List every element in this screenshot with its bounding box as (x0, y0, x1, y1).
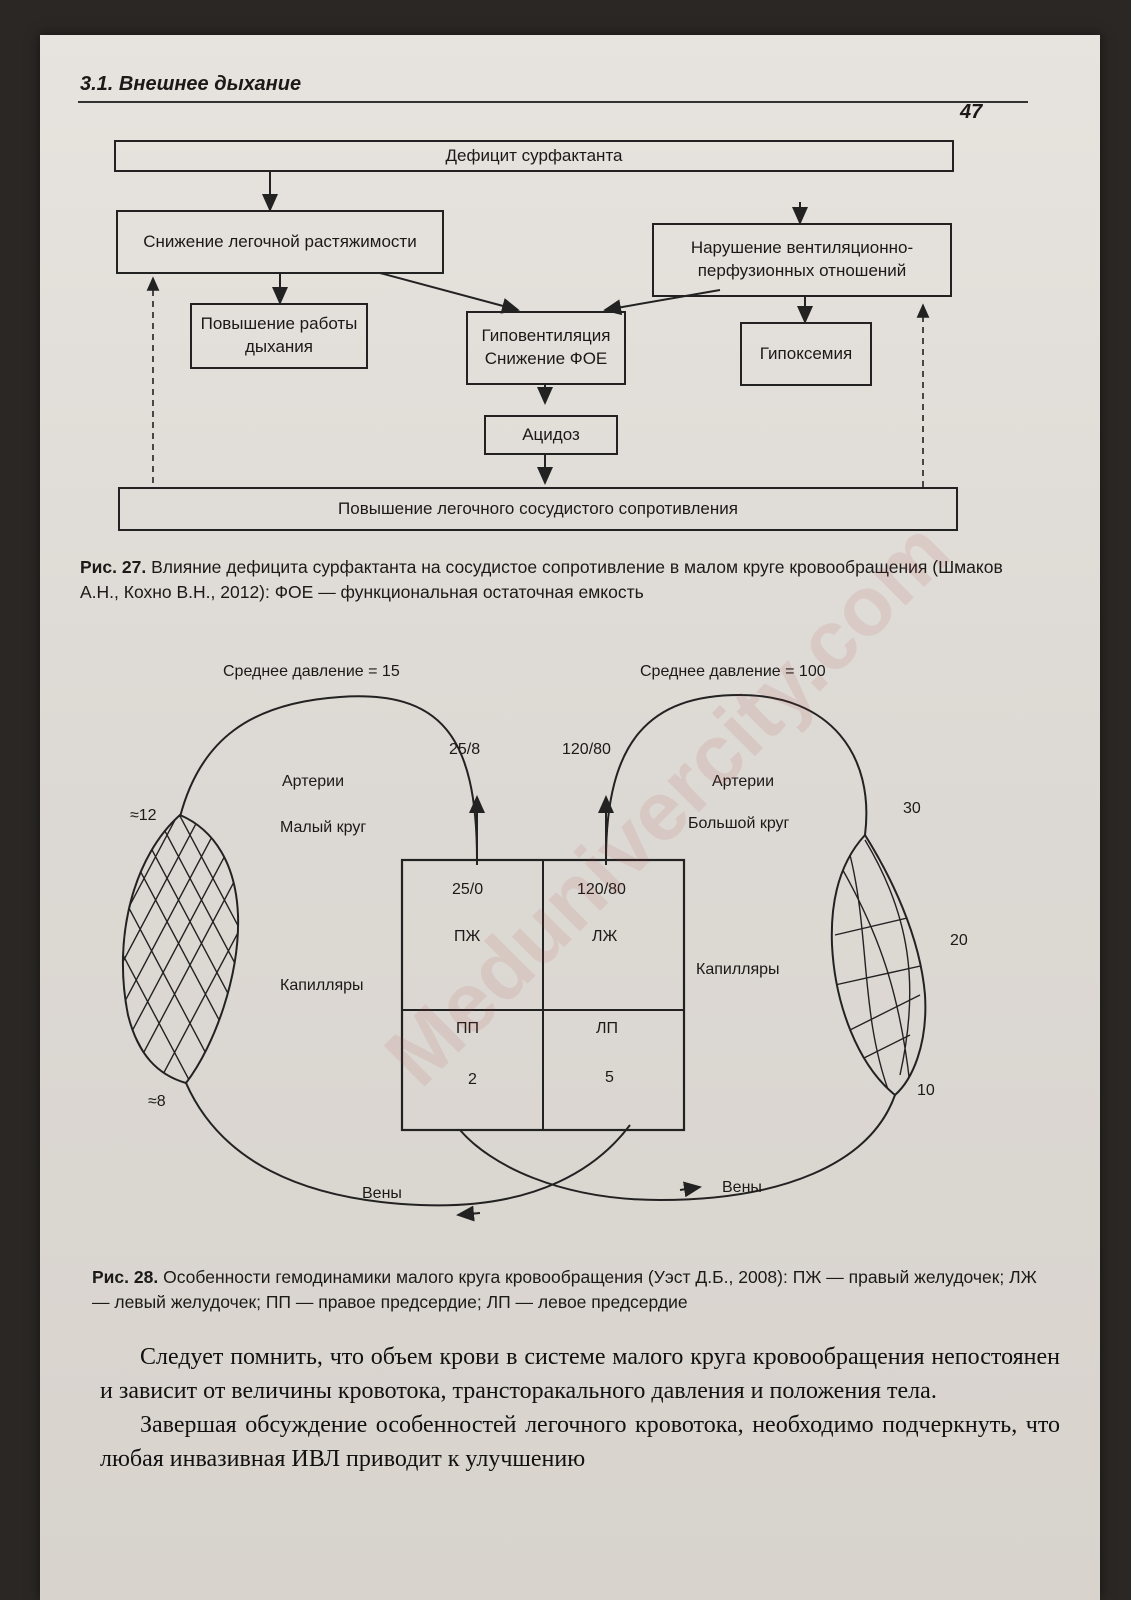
running-header: 3.1. Внешнее дыхание (80, 73, 302, 95)
fig28-caption-label: Рис. 28. (92, 1267, 159, 1287)
label-10: 10 (917, 1082, 935, 1099)
body-text: Следует помнить, что объем крови в систе… (100, 1340, 1060, 1476)
ra-label: ПП (456, 1020, 479, 1037)
la-value: 5 (605, 1069, 614, 1086)
box-acidosis: Ацидоз (484, 415, 618, 455)
ra-value: 2 (468, 1071, 477, 1088)
pulmonary-artery-pressure: 25/8 (449, 741, 481, 758)
book-page: 3.1. Внешнее дыхание 47 (40, 35, 1100, 1600)
box-vq-mismatch: Нарушение вентиляционно-перфузионных отн… (652, 223, 952, 297)
paragraph-2: Завершая обсуждение особенностей легочно… (100, 1412, 1060, 1473)
lv-label: ЛЖ (592, 928, 618, 945)
label-small-circle: Малый круг (280, 819, 367, 836)
label-capillaries-right: Капилляры (696, 961, 780, 978)
label-approx-12: ≈12 (130, 807, 157, 824)
paragraph-1: Следует помнить, что объем крови в систе… (100, 1344, 1060, 1405)
pulmonary-artery-curve (179, 695, 478, 861)
vein-arrow-right (679, 1181, 702, 1198)
label-approx-8: ≈8 (148, 1093, 166, 1110)
label-arteries-left: Артерии (282, 773, 345, 790)
fig28-caption: Рис. 28. Особенности гемодинамики малого… (92, 1265, 1037, 1316)
systemic-vein-curve (459, 1094, 896, 1202)
lv-pressure: 120/80 (577, 881, 626, 898)
label-capillaries-left: Капилляры (280, 977, 364, 994)
pulmonary-vein-curve (185, 1082, 631, 1207)
fig27-arrows (146, 172, 930, 487)
systemic-capillary-lines (834, 839, 926, 1095)
vein-arrow-left (456, 1205, 481, 1222)
box-vascular-resistance: Повышение легочного сосудистого сопротив… (118, 487, 958, 531)
lung-outline (122, 813, 240, 1085)
fig27-caption-label: Рис. 27. (80, 557, 147, 577)
fig27-caption: Рис. 27. Влияние дефицита сурфактанта на… (80, 555, 1040, 606)
page-number: 47 (960, 101, 983, 123)
aortic-pressure: 120/80 (562, 741, 611, 758)
la-label: ЛП (596, 1020, 618, 1037)
mean-pressure-pulmonary: Среднее давление = 15 (223, 663, 400, 680)
label-veins-left: Вены (362, 1185, 402, 1202)
fig28-caption-text: Особенности гемодинамики малого круга кр… (92, 1267, 1037, 1313)
fig27-caption-text: Влияние дефицита сурфактанта на сосудист… (80, 557, 1003, 603)
box-hypoxemia: Гипоксемия (740, 322, 872, 386)
arrow-vq-hypovent (603, 289, 721, 316)
label-arteries-right: Артерии (712, 773, 775, 790)
aorta-curve (605, 693, 868, 861)
label-veins-right: Вены (722, 1179, 762, 1196)
label-20: 20 (950, 932, 968, 949)
box-hypoventilation: Гиповентиляция Снижение ФОЕ (466, 311, 626, 385)
systemic-bed-outline (830, 833, 927, 1097)
fig28-drawing (122, 693, 927, 1222)
box-surfactant-deficit: Дефицит сурфактанта (114, 140, 954, 172)
lung-capillary-mesh (122, 815, 239, 1083)
mean-pressure-systemic: Среднее давление = 100 (640, 663, 826, 680)
label-30: 30 (903, 800, 921, 817)
header-rule (78, 101, 1028, 103)
box-work-of-breathing: Повышение работы дыхания (190, 303, 368, 369)
box-compliance-decrease: Снижение легочной растяжимости (116, 210, 444, 274)
rv-pressure: 25/0 (452, 881, 484, 898)
arrow-compliance-hypovent (379, 272, 520, 314)
label-big-circle: Большой круг (688, 815, 790, 832)
rv-label: ПЖ (454, 928, 481, 945)
